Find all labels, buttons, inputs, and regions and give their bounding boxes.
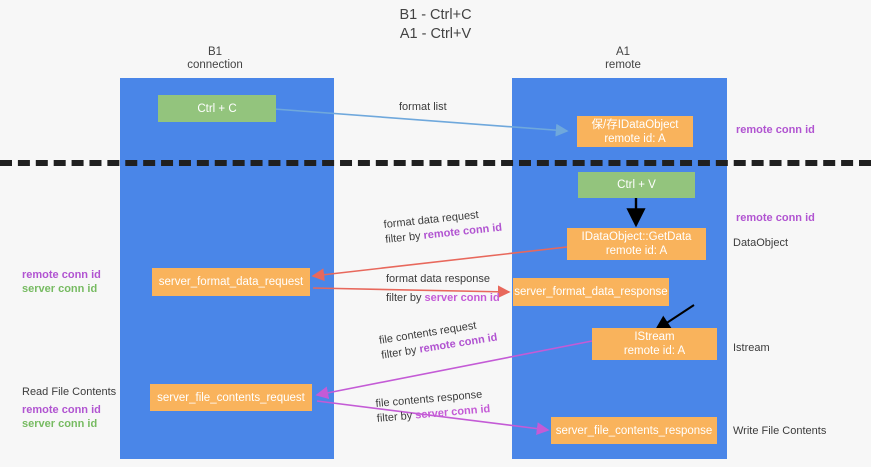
box-server-format-data-response-label: server_format_data_response — [514, 286, 668, 298]
box-store-idataobject-line1: 保/存IDataObject — [591, 118, 679, 131]
edge-label-file-contents-response: file contents response filter by server … — [375, 387, 491, 427]
box-istream-line2: remote id: A — [623, 345, 686, 357]
edge-label-format-data-response-line2: filter by server conn id — [386, 291, 500, 306]
box-ctrl-c-label: Ctrl + C — [197, 102, 237, 115]
annotation-left-remote-conn-id-bottom: remote conn id — [22, 404, 101, 416]
edge-label-format-list: format list — [399, 100, 447, 115]
box-ctrl-c[interactable]: Ctrl + C — [158, 95, 276, 122]
diagram-title: B1 - Ctrl+C A1 - Ctrl+V — [0, 6, 871, 44]
title-line-2: A1 - Ctrl+V — [399, 26, 472, 42]
annotation-right-istream-text: Istream — [733, 342, 770, 354]
column-header-b1-role: connection — [187, 59, 243, 71]
box-istream[interactable]: IStream remote id: A — [592, 328, 717, 360]
annotation-right-remote-conn-id-mid-text: remote conn id — [736, 212, 815, 224]
edge-label-format-data-request: format data request filter by remote con… — [383, 206, 503, 248]
edge-label-format-data-response: format data response filter by server co… — [386, 272, 500, 306]
column-header-a1: A1 remote — [548, 46, 698, 72]
annotation-right-dataobject-text: DataObject — [733, 237, 789, 249]
box-store-idataobject-line2: remote id: A — [604, 132, 666, 145]
column-header-a1-role: remote — [605, 59, 641, 71]
annotation-right-dataobject: DataObject — [733, 236, 788, 250]
box-ctrl-v-label: Ctrl + V — [617, 179, 656, 191]
annotation-left-read-file-contents: Read File Contents — [22, 385, 116, 399]
edge-label-format-data-response-line1: format data response — [386, 273, 490, 285]
box-istream-line1: IStream — [634, 331, 675, 343]
annotation-left-conn-ids-top: remote conn id server conn id — [22, 268, 101, 296]
box-getdata-line2: remote id: A — [605, 245, 668, 257]
annotation-right-remote-conn-id-mid: remote conn id — [736, 211, 815, 225]
box-idataobject-getdata[interactable]: IDataObject::GetData remote id: A — [567, 228, 706, 260]
box-getdata-line1: IDataObject::GetData — [581, 231, 692, 243]
annotation-right-remote-conn-id-top: remote conn id — [736, 123, 815, 137]
box-server-file-contents-request[interactable]: server_file_contents_request — [150, 384, 312, 411]
box-ctrl-v[interactable]: Ctrl + V — [578, 172, 695, 198]
annotation-left-read-file-contents-text: Read File Contents — [22, 386, 117, 398]
box-server-format-data-request-label: server_format_data_request — [158, 276, 304, 288]
annotation-left-server-conn-id-bottom: server conn id — [22, 418, 98, 430]
annotation-right-write-file-contents: Write File Contents — [733, 424, 826, 438]
filter-prefix-1: filter by — [384, 229, 425, 246]
edge-label-format-list-line1: format list — [399, 101, 447, 113]
column-header-b1: B1 connection — [145, 46, 285, 72]
box-server-file-contents-response[interactable]: server_file_contents_response — [551, 417, 717, 444]
title-line-1: B1 - Ctrl+C — [399, 7, 472, 23]
box-server-file-contents-response-label: server_file_contents_response — [555, 424, 713, 437]
annotation-left-server-conn-id-top: server conn id — [22, 283, 98, 295]
section-divider — [0, 160, 871, 166]
box-store-idataobject[interactable]: 保/存IDataObject remote id: A — [577, 116, 693, 147]
box-server-file-contents-request-label: server_file_contents_request — [157, 391, 305, 404]
filter-key-server-conn-id-1: server conn id — [424, 292, 500, 304]
edge-label-file-contents-request: file contents request filter by remote c… — [378, 316, 499, 364]
filter-prefix-4: filter by — [376, 409, 416, 425]
annotation-right-remote-conn-id-top-text: remote conn id — [736, 124, 815, 136]
filter-prefix-2: filter by — [386, 292, 425, 304]
annotation-right-istream: Istream — [733, 341, 770, 355]
annotation-left-remote-conn-id-top: remote conn id — [22, 269, 101, 281]
annotation-left-conn-ids-bottom: remote conn id server conn id — [22, 403, 101, 431]
box-server-format-data-request[interactable]: server_format_data_request — [152, 268, 310, 296]
box-server-format-data-response[interactable]: server_format_data_response — [513, 278, 669, 306]
annotation-right-write-file-contents-text: Write File Contents — [733, 425, 827, 437]
column-header-b1-name: B1 — [207, 46, 223, 58]
column-header-a1-name: A1 — [615, 46, 631, 58]
